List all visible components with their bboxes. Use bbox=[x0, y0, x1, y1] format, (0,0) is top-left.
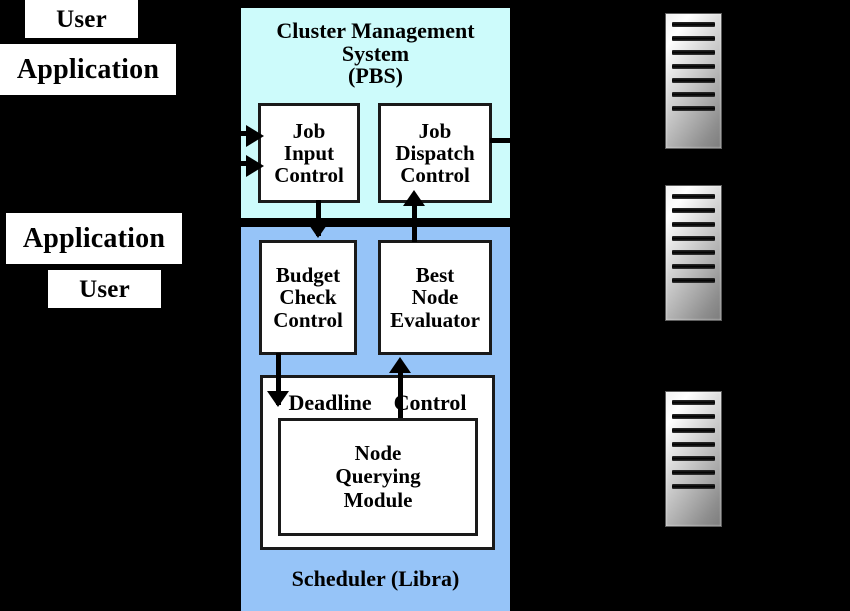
vent bbox=[672, 428, 715, 433]
arrow-budget-check-to-deadline bbox=[267, 391, 289, 407]
deadline-control-label: Deadline Control bbox=[263, 390, 492, 416]
best-node-evaluator-line-2: Node bbox=[411, 285, 459, 310]
server-rack-2-vents bbox=[672, 194, 715, 283]
arrow-deadline-to-best-node bbox=[389, 357, 411, 373]
vent bbox=[672, 208, 715, 213]
deadline-control-label-left: Deadline bbox=[288, 390, 372, 415]
module-budget-check-control[interactable]: Budget Check Control bbox=[259, 240, 357, 355]
job-dispatch-control-line-2: Dispatch bbox=[395, 140, 475, 165]
vent bbox=[672, 250, 715, 255]
module-best-node-evaluator[interactable]: Best Node Evaluator bbox=[378, 240, 492, 355]
vent bbox=[672, 484, 715, 489]
node-querying-module-line-3: Module bbox=[343, 487, 413, 512]
module-job-dispatch-control[interactable]: Job Dispatch Control bbox=[378, 103, 492, 203]
scheduler-footer-label: Scheduler (Libra) bbox=[241, 568, 510, 591]
plate-user-top-label: User bbox=[56, 5, 107, 33]
vent bbox=[672, 64, 715, 69]
connector-best-node-to-job-dispatch bbox=[412, 204, 417, 242]
vent bbox=[672, 36, 715, 41]
best-node-evaluator-line-1: Best bbox=[415, 263, 455, 288]
server-rack-3-vents bbox=[672, 400, 715, 489]
vent bbox=[672, 50, 715, 55]
module-node-querying-module[interactable]: Node Querying Module bbox=[278, 418, 478, 536]
vent bbox=[672, 194, 715, 199]
vent bbox=[672, 222, 715, 227]
vent bbox=[672, 470, 715, 475]
vent bbox=[672, 78, 715, 83]
plate-user-bottom-label: User bbox=[79, 275, 130, 303]
server-rack-icon-1 bbox=[665, 13, 722, 149]
vent bbox=[672, 442, 715, 447]
vent bbox=[672, 456, 715, 461]
server-rack-icon-3 bbox=[665, 391, 722, 527]
connector-job-dispatch-to-servers bbox=[490, 138, 515, 143]
cluster-management-title: Cluster Management System (PBS) bbox=[241, 18, 510, 89]
cluster-management-title-line-1: Cluster Management bbox=[276, 18, 475, 43]
budget-check-control-line-1: Budget bbox=[275, 263, 341, 288]
arrow-user-to-job-input-lower bbox=[246, 155, 264, 177]
arrow-job-input-to-budget-check bbox=[307, 222, 329, 238]
vent bbox=[672, 400, 715, 405]
node-querying-module-line-1: Node bbox=[354, 440, 402, 465]
plate-application-top: Application bbox=[0, 44, 176, 95]
job-input-control-line-2: Input bbox=[283, 140, 335, 165]
job-input-control-line-3: Control bbox=[274, 163, 344, 188]
job-input-control-line-1: Job bbox=[292, 118, 326, 143]
plate-user-bottom: User bbox=[48, 270, 161, 308]
vent bbox=[672, 278, 715, 283]
job-dispatch-control-line-3: Control bbox=[400, 163, 470, 188]
plate-application-bottom: Application bbox=[6, 213, 182, 264]
plate-application-bottom-label: Application bbox=[22, 222, 166, 254]
plate-application-top-label: Application bbox=[16, 53, 160, 85]
deadline-control-label-right: Control bbox=[393, 390, 467, 415]
cluster-management-title-line-2: System bbox=[341, 40, 410, 66]
budget-check-control-line-2: Check bbox=[279, 285, 337, 310]
vent bbox=[672, 414, 715, 419]
connector-deadline-to-best-node bbox=[398, 372, 403, 418]
best-node-evaluator-line-3: Evaluator bbox=[390, 307, 480, 332]
module-job-input-control[interactable]: Job Input Control bbox=[258, 103, 360, 203]
arrow-best-node-to-job-dispatch bbox=[403, 190, 425, 206]
vent bbox=[672, 236, 715, 241]
vent bbox=[672, 106, 715, 111]
connector-user-to-job-input-lower bbox=[232, 161, 252, 166]
connector-budget-check-to-deadline bbox=[276, 353, 281, 405]
vent bbox=[672, 92, 715, 97]
plate-user-top: User bbox=[25, 0, 138, 38]
node-querying-module-line-2: Querying bbox=[335, 464, 421, 489]
vent bbox=[672, 22, 715, 27]
arrow-user-to-job-input-upper bbox=[246, 125, 264, 147]
server-rack-1-vents bbox=[672, 22, 715, 111]
vent bbox=[672, 264, 715, 269]
budget-check-control-line-3: Control bbox=[273, 307, 343, 332]
connector-user-to-job-input-upper bbox=[232, 131, 252, 136]
scheduler-footer-text: Scheduler (Libra) bbox=[291, 566, 460, 592]
connector-job-input-to-budget-check bbox=[316, 200, 321, 236]
server-rack-icon-2 bbox=[665, 185, 722, 321]
job-dispatch-control-line-1: Job bbox=[418, 118, 452, 143]
cluster-management-title-line-3: (PBS) bbox=[348, 63, 403, 89]
